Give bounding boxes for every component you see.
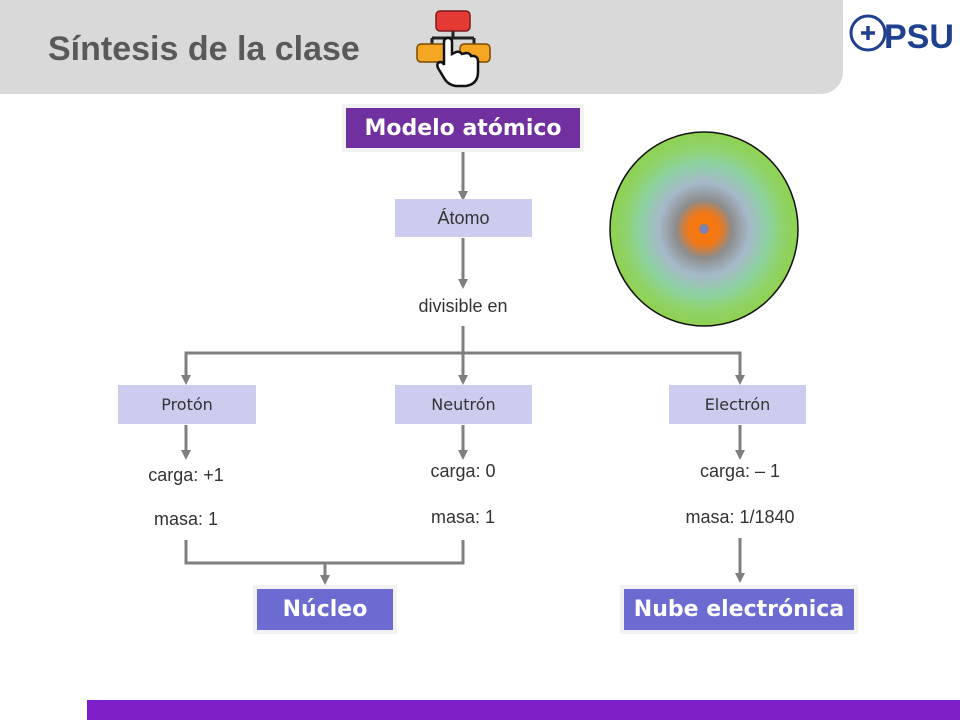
neutron-mass: masa: 1 [430,507,496,527]
proton-box: Protón [118,385,256,424]
nucleus-box: Núcleo [253,585,397,634]
atom-box: Átomo [395,199,532,237]
neutron-box: Neutrón [395,385,532,424]
divisible-label: divisible en [418,296,508,316]
electron-mass: masa: 1/1840 [685,507,795,527]
svg-text:PSU: PSU [884,18,954,56]
electron-charge: carga: – 1 [699,461,781,481]
electron-cloud-box: Nube electrónica [620,585,858,634]
proton-charge: carga: +1 [148,465,224,485]
neutron-charge: carga: 0 [430,461,496,481]
atom-illustration [609,131,799,327]
proton-mass: masa: 1 [153,509,219,529]
page-title: Síntesis de la clase [48,30,360,68]
footer-bar [87,700,960,720]
nucleus-dot [699,224,709,234]
flowchart-hand-icon [416,10,491,88]
electron-box: Electrón [669,385,806,424]
root-box-modelo-atomico: Modelo atómico [342,104,584,152]
psu-logo: PSU [849,14,954,56]
